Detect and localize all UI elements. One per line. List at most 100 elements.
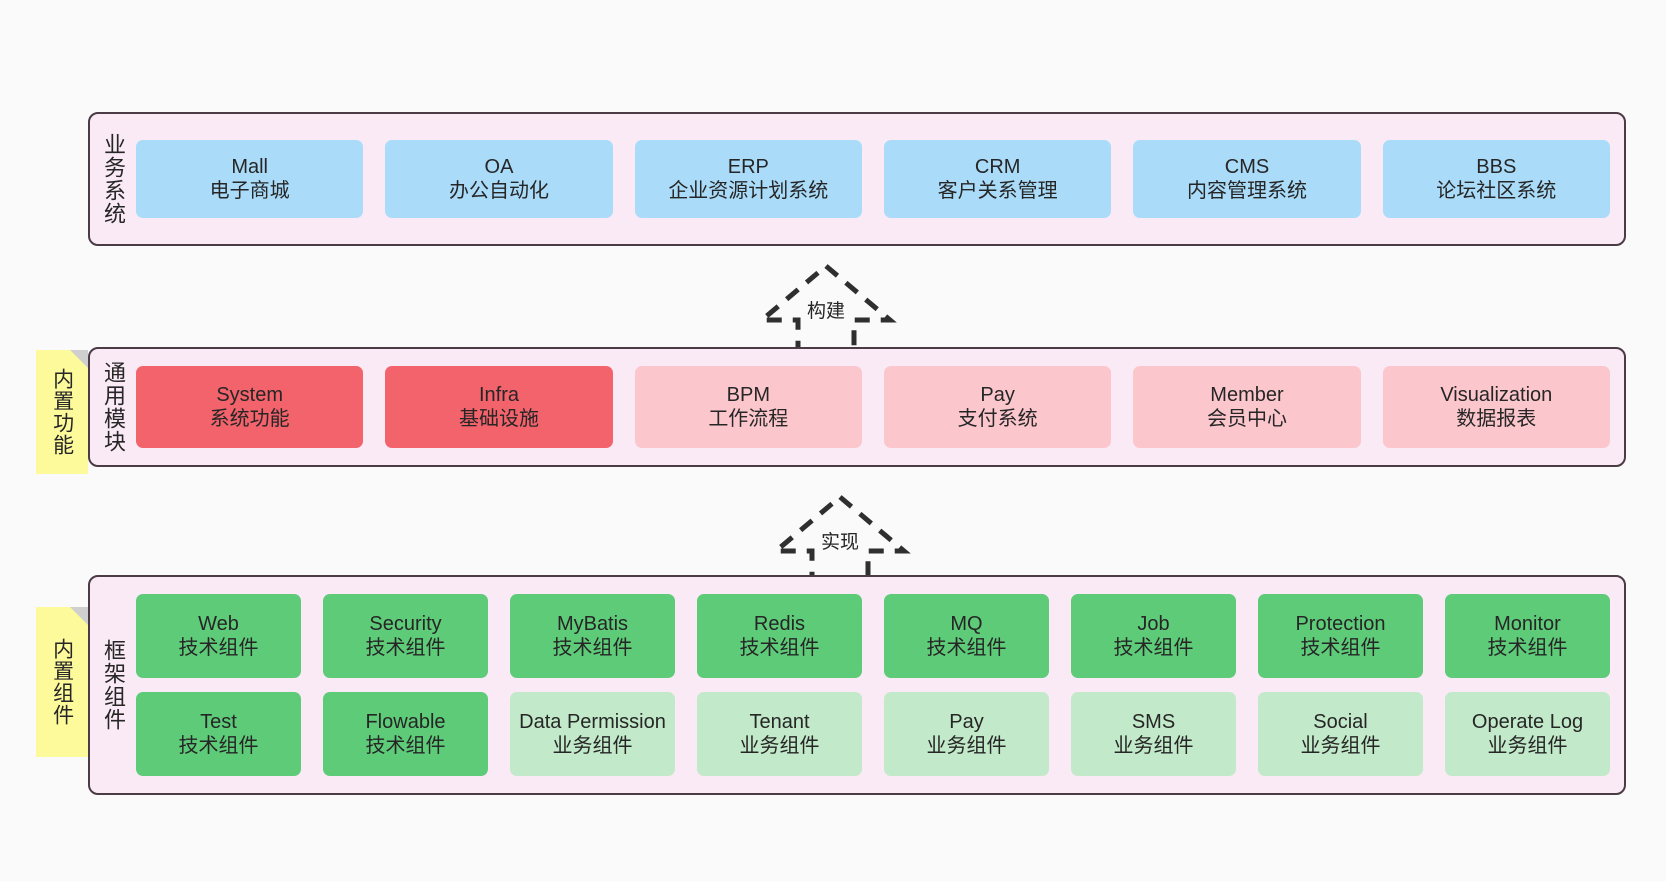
node-bpm[interactable]: BPM 工作流程 [634, 366, 862, 448]
node-title: CRM [974, 155, 1021, 178]
node-subtitle: 系统功能 [209, 408, 290, 430]
node-title: Operate Log [1471, 710, 1584, 733]
node-bbs[interactable]: BBS 论坛社区系统 [1382, 140, 1610, 218]
node-subtitle: 技术组件 [552, 637, 633, 659]
arrow-build: 构建 [726, 258, 926, 358]
sticky-fold-corner-icon [70, 607, 88, 625]
node-crm[interactable]: CRM 客户关系管理 [883, 140, 1112, 218]
sticky-note-builtin-features: 内置功能 [36, 350, 88, 474]
node-title: Member [1210, 383, 1284, 406]
arrow-label-build: 构建 [806, 301, 845, 322]
layer-body-business: Mall 电子商城 OA 办公自动化 ERP 企业资源计划系统 CRM 客户关系… [136, 114, 1624, 244]
node-system[interactable]: System 系统功能 [136, 366, 364, 448]
node-operate-log[interactable]: Operate Log 业务组件 [1445, 692, 1610, 776]
layer-business-systems: 业务系统 Mall 电子商城 OA 办公自动化 ERP 企业资源计划系统 CRM… [88, 112, 1626, 246]
sticky-fold-corner-icon [70, 350, 88, 368]
node-pay-business[interactable]: Pay 业务组件 [884, 692, 1049, 776]
node-title: SMS [1131, 710, 1176, 733]
node-web[interactable]: Web 技术组件 [136, 594, 301, 678]
node-subtitle: 业务组件 [739, 735, 820, 757]
node-title: BBS [1476, 155, 1517, 178]
node-title: Job [1137, 612, 1170, 635]
node-subtitle: 数据报表 [1456, 408, 1537, 430]
node-subtitle: 企业资源计划系统 [668, 180, 829, 202]
layer-row: System 系统功能 Infra 基础设施 BPM 工作流程 Pay 支付系统… [136, 366, 1610, 448]
node-subtitle: 业务组件 [1113, 735, 1194, 757]
node-visualization[interactable]: Visualization 数据报表 [1382, 366, 1610, 448]
node-mq[interactable]: MQ 技术组件 [884, 594, 1049, 678]
node-subtitle: 会员中心 [1206, 408, 1287, 430]
node-pay[interactable]: Pay 支付系统 [883, 366, 1112, 448]
node-subtitle: 业务组件 [1300, 735, 1381, 757]
node-protection[interactable]: Protection 技术组件 [1258, 594, 1423, 678]
node-test[interactable]: Test 技术组件 [136, 692, 301, 776]
node-subtitle: 客户关系管理 [937, 180, 1058, 202]
node-mybatis[interactable]: MyBatis 技术组件 [510, 594, 675, 678]
node-title: Protection [1295, 612, 1386, 635]
node-subtitle: 内容管理系统 [1186, 180, 1307, 202]
node-title: CMS [1224, 155, 1270, 178]
layer-body-framework: Web 技术组件 Security 技术组件 MyBatis 技术组件 Redi… [136, 577, 1624, 793]
node-title: ERP [727, 155, 769, 178]
node-subtitle: 技术组件 [178, 637, 259, 659]
layer-label-framework: 框架组件 [100, 639, 126, 731]
node-cms[interactable]: CMS 内容管理系统 [1133, 140, 1361, 218]
node-title: Redis [753, 612, 806, 635]
layer-row: Web 技术组件 Security 技术组件 MyBatis 技术组件 Redi… [136, 594, 1610, 678]
node-subtitle: 业务组件 [1487, 735, 1568, 757]
layer-row: Test 技术组件 Flowable 技术组件 Data Permission … [136, 692, 1610, 776]
node-title: Monitor [1494, 612, 1561, 635]
node-monitor[interactable]: Monitor 技术组件 [1445, 594, 1610, 678]
node-flowable[interactable]: Flowable 技术组件 [323, 692, 488, 776]
sticky-note-label: 内置组件 [50, 638, 74, 726]
node-title: Tenant [749, 710, 810, 733]
node-title: Pay [949, 710, 984, 733]
node-title: Security [369, 612, 442, 635]
node-erp[interactable]: ERP 企业资源计划系统 [634, 140, 862, 218]
node-subtitle: 基础设施 [458, 408, 539, 430]
node-subtitle: 技术组件 [1487, 637, 1568, 659]
node-subtitle: 电子商城 [209, 180, 290, 202]
layer-framework-components: 框架组件 Web 技术组件 Security 技术组件 MyBatis 技术组件… [88, 575, 1626, 795]
sticky-note-builtin-components: 内置组件 [36, 607, 88, 757]
layer-row: Mall 电子商城 OA 办公自动化 ERP 企业资源计划系统 CRM 客户关系… [136, 140, 1610, 218]
node-job[interactable]: Job 技术组件 [1071, 594, 1236, 678]
hollow-arrow-up-icon [755, 262, 897, 357]
node-mall[interactable]: Mall 电子商城 [136, 140, 364, 218]
node-subtitle: 论坛社区系统 [1436, 180, 1557, 202]
node-subtitle: 技术组件 [739, 637, 820, 659]
node-sms[interactable]: SMS 业务组件 [1071, 692, 1236, 776]
node-title: BPM [726, 383, 770, 406]
node-title: Web [198, 612, 239, 635]
node-title: Social [1313, 710, 1368, 733]
node-title: Mall [231, 155, 268, 178]
hollow-arrow-up-icon [769, 493, 911, 588]
node-title: MQ [950, 612, 983, 635]
node-infra[interactable]: Infra 基础设施 [385, 366, 613, 448]
arrow-implement: 实现 [740, 489, 940, 589]
node-title: Visualization [1440, 383, 1553, 406]
node-title: Data Permission [519, 710, 666, 733]
node-security[interactable]: Security 技术组件 [323, 594, 488, 678]
node-title: Flowable [365, 710, 446, 733]
node-member[interactable]: Member 会员中心 [1133, 366, 1361, 448]
layer-common-modules: 通用模块 System 系统功能 Infra 基础设施 BPM 工作流程 Pay… [88, 347, 1626, 467]
node-tenant[interactable]: Tenant 业务组件 [697, 692, 862, 776]
node-subtitle: 技术组件 [1113, 637, 1194, 659]
node-subtitle: 工作流程 [708, 408, 789, 430]
node-redis[interactable]: Redis 技术组件 [697, 594, 862, 678]
node-subtitle: 业务组件 [926, 735, 1007, 757]
node-subtitle: 技术组件 [365, 637, 446, 659]
layer-label-modules: 通用模块 [100, 361, 126, 453]
arrow-label-implement: 实现 [820, 532, 859, 553]
node-subtitle: 技术组件 [926, 637, 1007, 659]
node-data-permission[interactable]: Data Permission 业务组件 [510, 692, 675, 776]
layer-body-modules: System 系统功能 Infra 基础设施 BPM 工作流程 Pay 支付系统… [136, 349, 1624, 465]
node-subtitle: 办公自动化 [448, 180, 549, 202]
node-title: Test [200, 710, 237, 733]
node-social[interactable]: Social 业务组件 [1258, 692, 1423, 776]
node-oa[interactable]: OA 办公自动化 [385, 140, 613, 218]
node-title: OA [484, 155, 514, 178]
node-title: Infra [478, 383, 519, 406]
